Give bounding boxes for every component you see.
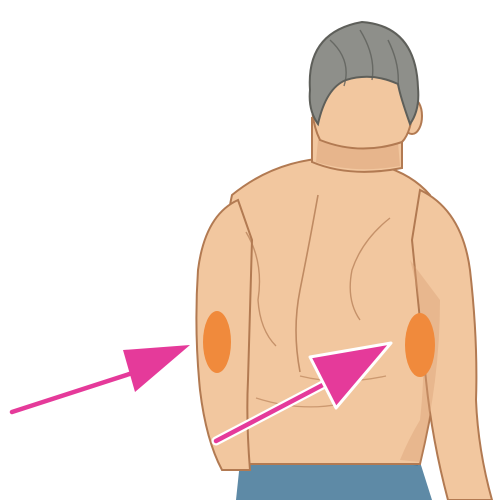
left-pointer-arrow bbox=[12, 345, 190, 412]
left-arrow-shaft bbox=[12, 368, 148, 412]
left-arrowhead-icon bbox=[123, 345, 190, 392]
left-arm-injection-site-marker bbox=[203, 311, 231, 373]
right-arm-injection-site-marker bbox=[405, 313, 435, 377]
